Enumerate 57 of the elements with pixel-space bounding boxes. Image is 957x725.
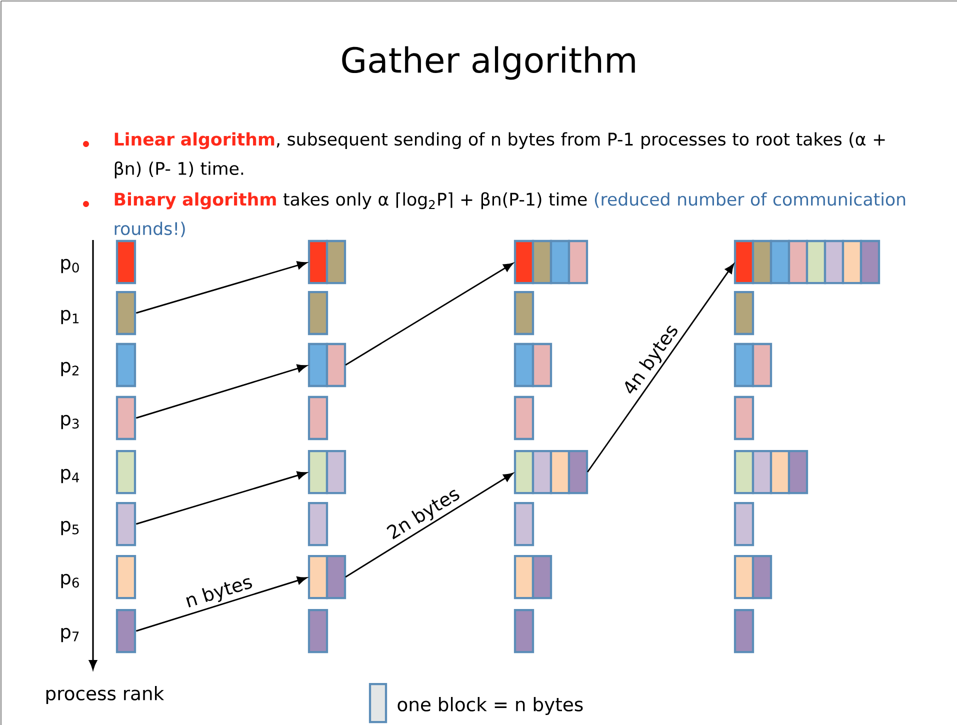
data-block [734, 450, 808, 494]
data-block [514, 290, 534, 336]
legend-text: one block = n bytes [398, 696, 583, 716]
label: rounds!) [114, 222, 185, 238]
process-label: p$_{5}$ [61, 520, 79, 536]
data-block [734, 290, 754, 336]
data-block [116, 290, 136, 336]
data-block [308, 554, 346, 600]
data-block [116, 342, 136, 388]
data-block [116, 502, 136, 546]
arrow [136, 364, 307, 419]
data-block [514, 502, 534, 546]
bullet-text: Linear algorithm, subsequent sending of n bytes from P-1 processes to root takes (α + βn) (P- 1) time. [114, 132, 885, 178]
data-block [116, 240, 136, 284]
data-block [734, 240, 880, 284]
label: Binary algorithm [114, 192, 276, 210]
data-block [116, 396, 136, 440]
process-label: p$_{4}$ [61, 468, 80, 484]
process-label: p$_{6}$ [61, 574, 79, 588]
data-block [514, 240, 588, 284]
label: (reduced number of communication [594, 192, 906, 208]
arrow [345, 472, 514, 578]
data-block [308, 342, 346, 388]
data-block [734, 502, 754, 546]
edge-label: n bytes [182, 572, 256, 614]
arrow [136, 261, 307, 314]
data-block [734, 342, 772, 388]
data-block [514, 396, 534, 440]
data-block [116, 450, 136, 494]
process-label: p$_{7}$ [61, 628, 79, 642]
data-block [734, 396, 754, 440]
data-block [734, 608, 754, 654]
data-block [116, 554, 136, 600]
arrow [345, 262, 514, 366]
data-block [514, 608, 534, 654]
data-block [308, 450, 346, 494]
data-block [514, 450, 588, 494]
title: Gather algorithm [342, 46, 635, 80]
bullet-text: Binary algorithm takes only α ⌈log$_{2}$P⌉ + βn(P-1) time (reduced number of communication rounds!) [114, 192, 906, 238]
data-block [734, 554, 772, 600]
process-label: p$_{1}$ [61, 310, 79, 324]
data-block [308, 502, 328, 546]
data-block [308, 290, 328, 336]
axis-label: process rank [46, 686, 164, 704]
data-block [308, 396, 328, 440]
label: takes only α ⌈log$_{2}$P⌉ + βn(P-1) time [283, 192, 587, 210]
data-block [308, 240, 346, 284]
arrow [136, 576, 307, 632]
data-block [308, 608, 328, 654]
data-block [514, 554, 552, 600]
data-block [514, 342, 552, 388]
process-label: p$_{3}$ [61, 414, 79, 430]
process-label: p$_{0}$ [61, 258, 79, 274]
arrow [136, 471, 307, 525]
data-block [116, 608, 136, 654]
arrow [586, 264, 734, 472]
process-label: p$_{2}$ [61, 362, 78, 376]
